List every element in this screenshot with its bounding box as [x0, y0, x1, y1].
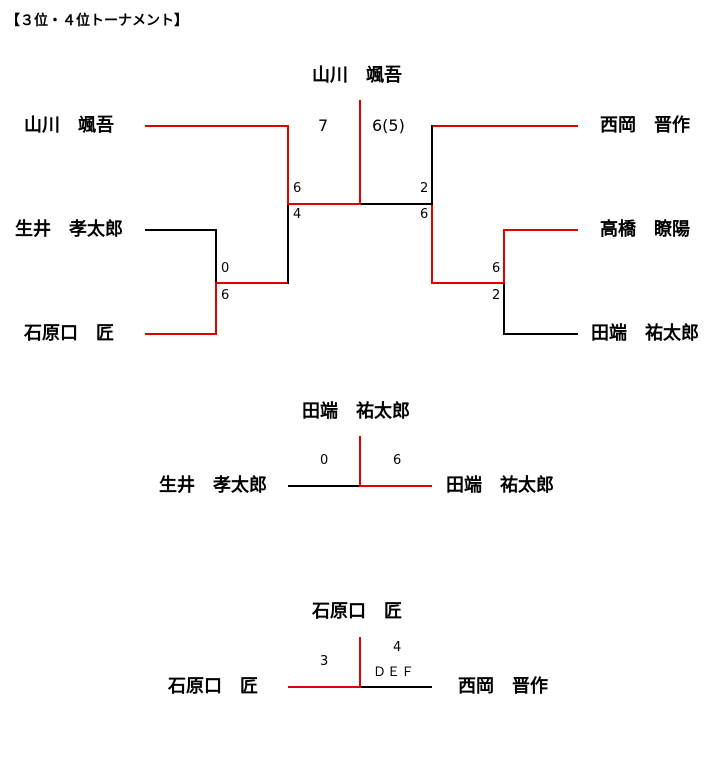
qf-right-score-top: 6	[492, 261, 501, 276]
left-player-2: 生井 孝太郎	[15, 219, 123, 240]
m2-left-score: 0	[320, 453, 329, 468]
m2-winner-name: 田端 祐太郎	[302, 401, 410, 422]
right-player-1: 西岡 晋作	[600, 115, 690, 136]
page-title: 【３位・４位トーナメント】	[6, 13, 188, 29]
qf-left-score-bottom: 6	[221, 288, 230, 303]
qf-left-score-top: 0	[221, 261, 230, 276]
m3-left-player: 石原口 匠	[168, 676, 258, 697]
m2-right-score: 6	[393, 453, 402, 468]
m3-left-score: 3	[320, 654, 329, 669]
left-player-3: 石原口 匠	[24, 323, 114, 344]
right-player-3: 田端 祐太郎	[591, 323, 699, 344]
m3-right-score: 4	[393, 640, 402, 655]
sf-right-score-top: 2	[420, 181, 429, 196]
qf-right-score-bottom: 2	[492, 288, 501, 303]
final-score-right: 6(5)	[372, 116, 405, 135]
m3-right-player: 西岡 晋作	[458, 676, 548, 697]
sf-left-score-top: 6	[293, 181, 302, 196]
left-player-1: 山川 颯吾	[24, 115, 114, 136]
m3-winner-name: 石原口 匠	[312, 601, 402, 622]
m2-right-player: 田端 祐太郎	[446, 475, 554, 496]
m3-right-note: ＤＥＦ	[373, 665, 416, 680]
sf-left-score-bottom: 4	[293, 207, 302, 222]
m2-left-player: 生井 孝太郎	[159, 475, 267, 496]
right-player-2: 高橋 瞭陽	[600, 219, 690, 240]
main-winner-name: 山川 颯吾	[312, 65, 402, 86]
sf-right-score-bottom: 6	[420, 207, 429, 222]
final-score-left: 7	[318, 116, 329, 135]
